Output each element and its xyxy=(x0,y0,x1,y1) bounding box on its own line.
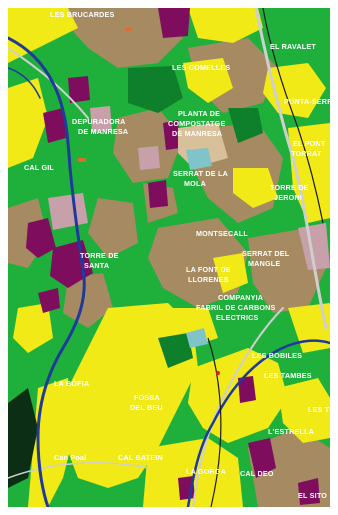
label-el-pont-2: TORRAT xyxy=(291,149,322,158)
label-la-bona: LA GORGA xyxy=(186,467,226,476)
urban-areas xyxy=(26,8,320,505)
dense-forest xyxy=(8,66,263,488)
label-la-font-1: LA FONT DE xyxy=(186,265,231,274)
label-planta-2: COMPOSTATGE xyxy=(168,119,225,128)
label-punta-serra: PUNTA-SERRA xyxy=(284,97,330,106)
rail-line xyxy=(207,8,324,507)
label-cal-deo: CAL DEO xyxy=(240,469,274,478)
label-les-brucardes: LES BRUCARDES xyxy=(50,10,115,19)
label-el-xamarall: EL RAVALET xyxy=(270,42,316,51)
accent-features xyxy=(78,28,220,375)
label-torre-2: JERONI xyxy=(274,193,302,202)
label-depuradora-1: DEPURADORA xyxy=(72,117,126,126)
label-les-xiques: LES TOSSES xyxy=(308,405,330,414)
label-cal-martin: CAL BATEIN xyxy=(118,453,163,462)
label-la-font-2: LLORENES xyxy=(188,275,229,284)
river xyxy=(8,36,330,507)
label-la-bofia: LA BÒFIA xyxy=(54,379,89,388)
label-torre-1: TORRE DE xyxy=(270,183,309,192)
label-los-tinkos: LES TAMBES xyxy=(264,371,312,380)
label-el-pont-1: EL PONT xyxy=(293,139,326,148)
label-fossa-1: FOSSA xyxy=(134,393,160,402)
label-lestrella: L'ESTRELLA xyxy=(268,427,314,436)
label-montsecall: MONTSECALL xyxy=(196,229,248,238)
label-fossa-2: DEL BEU xyxy=(130,403,163,412)
label-cal-gil: CAL GIL xyxy=(24,163,54,172)
place-labels: LES BRUCARDES LES COMELLES EL RAVALET DE… xyxy=(24,10,330,500)
label-serrat-1: SERRAT DEL xyxy=(242,249,290,258)
label-torre-santa-2: SANTA xyxy=(84,261,109,270)
label-depuradora-2: DE MANRESA xyxy=(78,127,128,136)
land-cover-map[interactable]: LES BRUCARDES LES COMELLES EL RAVALET DE… xyxy=(8,8,330,507)
label-can-poal: Can Poal xyxy=(54,453,86,462)
label-torre-santa-1: TORRE DE xyxy=(80,251,119,260)
crop-areas xyxy=(8,8,330,507)
label-planta-1: PLANTA DE xyxy=(178,109,220,118)
industrial-areas xyxy=(48,106,330,270)
label-serrat-2: MANGLE xyxy=(248,259,280,268)
label-companyia-1: COMPANYIA xyxy=(218,293,263,302)
label-companyia-3: ELECTRICS xyxy=(216,313,259,322)
label-serralada-1: SERRAT DE LA xyxy=(173,169,228,178)
label-les-bolques: LES BOBILES xyxy=(252,351,302,360)
label-la-comella: LES COMELLES xyxy=(172,63,230,72)
label-serralada-2: MOLA xyxy=(184,179,206,188)
label-companyia-2: FABRIL DE CARBONS xyxy=(196,303,276,312)
water-bodies xyxy=(186,148,212,348)
label-planta-3: DE MANRESA xyxy=(172,129,222,138)
label-el-sito: EL SITO xyxy=(298,491,327,500)
